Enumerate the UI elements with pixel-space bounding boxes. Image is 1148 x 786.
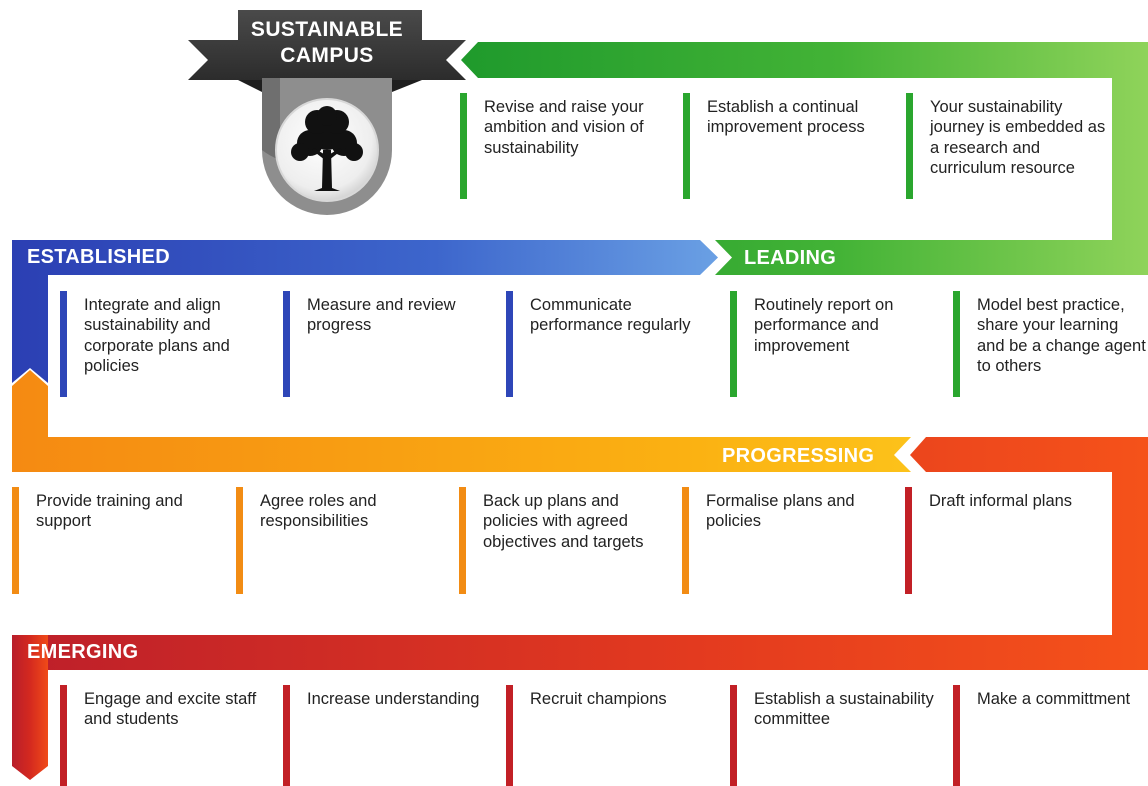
- step-bar: [683, 93, 690, 199]
- step-text: Routinely report on performance and impr…: [754, 296, 894, 355]
- step-text: Measure and review progress: [307, 296, 456, 335]
- step-established-communicate: Communicate performance regularly: [506, 291, 721, 397]
- step-text: Establish a sustainability committee: [754, 690, 934, 729]
- step-emerging-draft-plans: Draft informal plans: [905, 487, 1120, 594]
- step-emerging-commitment: Make a committment: [953, 685, 1148, 786]
- emerging-label: EMERGING: [27, 641, 139, 663]
- emerging-band: [12, 635, 48, 786]
- step-bar: [283, 685, 290, 786]
- step-leading-model-best-practice: Model best practice, share your learning…: [953, 291, 1148, 397]
- step-text: Your sustainability journey is embedded …: [930, 98, 1106, 177]
- leading-band: [461, 42, 1148, 275]
- step-bar: [953, 291, 960, 397]
- badge-shield-shade: [262, 78, 280, 160]
- step-bar: [682, 487, 689, 594]
- emerging-arrow-tail: [12, 766, 48, 786]
- step-bar: [730, 291, 737, 397]
- step-text: Provide training and support: [36, 492, 183, 531]
- step-bar: [506, 291, 513, 397]
- step-progressing-roles: Agree roles and responsibilities: [236, 487, 451, 594]
- step-bar: [236, 487, 243, 594]
- progressing-label: PROGRESSING: [722, 445, 875, 467]
- step-progressing-training: Provide training and support: [12, 487, 227, 594]
- step-leading-research-resource: Your sustainability journey is embedded …: [906, 93, 1116, 199]
- established-label: ESTABLISHED: [27, 246, 170, 268]
- step-emerging-engage: Engage and excite staff and students: [60, 685, 275, 786]
- step-text: Make a committment: [977, 690, 1131, 708]
- step-text: Agree roles and responsibilities: [260, 492, 377, 531]
- step-leading-continual-improvement: Establish a continual improvement proces…: [683, 93, 898, 199]
- step-leading-routinely-report: Routinely report on performance and impr…: [730, 291, 945, 397]
- badge-ribbon: [188, 10, 466, 80]
- step-text: Revise and raise your ambition and visio…: [484, 98, 644, 157]
- step-established-integrate-align: Integrate and align sustainability and c…: [60, 291, 275, 397]
- step-emerging-champions: Recruit champions: [506, 685, 721, 786]
- step-bar: [12, 487, 19, 594]
- step-leading-revise-ambition: Revise and raise your ambition and visio…: [460, 93, 675, 199]
- step-text: Engage and excite staff and students: [84, 690, 257, 729]
- step-bar: [953, 685, 960, 786]
- step-bar: [60, 685, 67, 786]
- step-text: Communicate performance regularly: [530, 296, 691, 335]
- badge-title-line-2: CAMPUS: [280, 44, 374, 67]
- badge-title-line-1: SUSTAINABLE: [250, 18, 404, 41]
- step-text: Model best practice, share your learning…: [977, 296, 1146, 375]
- badge-title: SUSTAINABLE CAMPUS: [188, 10, 466, 80]
- established-band: [12, 240, 718, 383]
- step-text: Increase understanding: [307, 690, 480, 708]
- step-bar: [506, 685, 513, 786]
- step-bar: [283, 291, 290, 397]
- step-bar: [460, 93, 467, 199]
- step-text: Draft informal plans: [929, 492, 1073, 510]
- step-text: Back up plans and policies with agreed o…: [483, 492, 644, 551]
- step-bar: [906, 93, 913, 199]
- step-progressing-formalise-plans: Formalise plans and policies: [682, 487, 897, 594]
- tree-icon: [291, 106, 363, 191]
- step-emerging-understanding: Increase understanding: [283, 685, 498, 786]
- step-bar: [905, 487, 912, 594]
- step-bar: [459, 487, 466, 594]
- step-text: Recruit champions: [530, 690, 667, 708]
- leading-label: LEADING: [744, 247, 837, 269]
- step-established-measure-review: Measure and review progress: [283, 291, 498, 397]
- step-progressing-back-up-plans: Back up plans and policies with agreed o…: [459, 487, 674, 594]
- badge-ribbon-fold: [238, 80, 422, 92]
- progressing-band: [12, 370, 911, 472]
- step-text: Establish a continual improvement proces…: [707, 98, 865, 137]
- step-text: Integrate and align sustainability and c…: [84, 296, 230, 375]
- step-text: Formalise plans and policies: [706, 492, 855, 531]
- step-bar: [60, 291, 67, 397]
- step-bar: [730, 685, 737, 786]
- step-emerging-committee: Establish a sustainability committee: [730, 685, 945, 786]
- emerging-upper-band: [12, 437, 1148, 670]
